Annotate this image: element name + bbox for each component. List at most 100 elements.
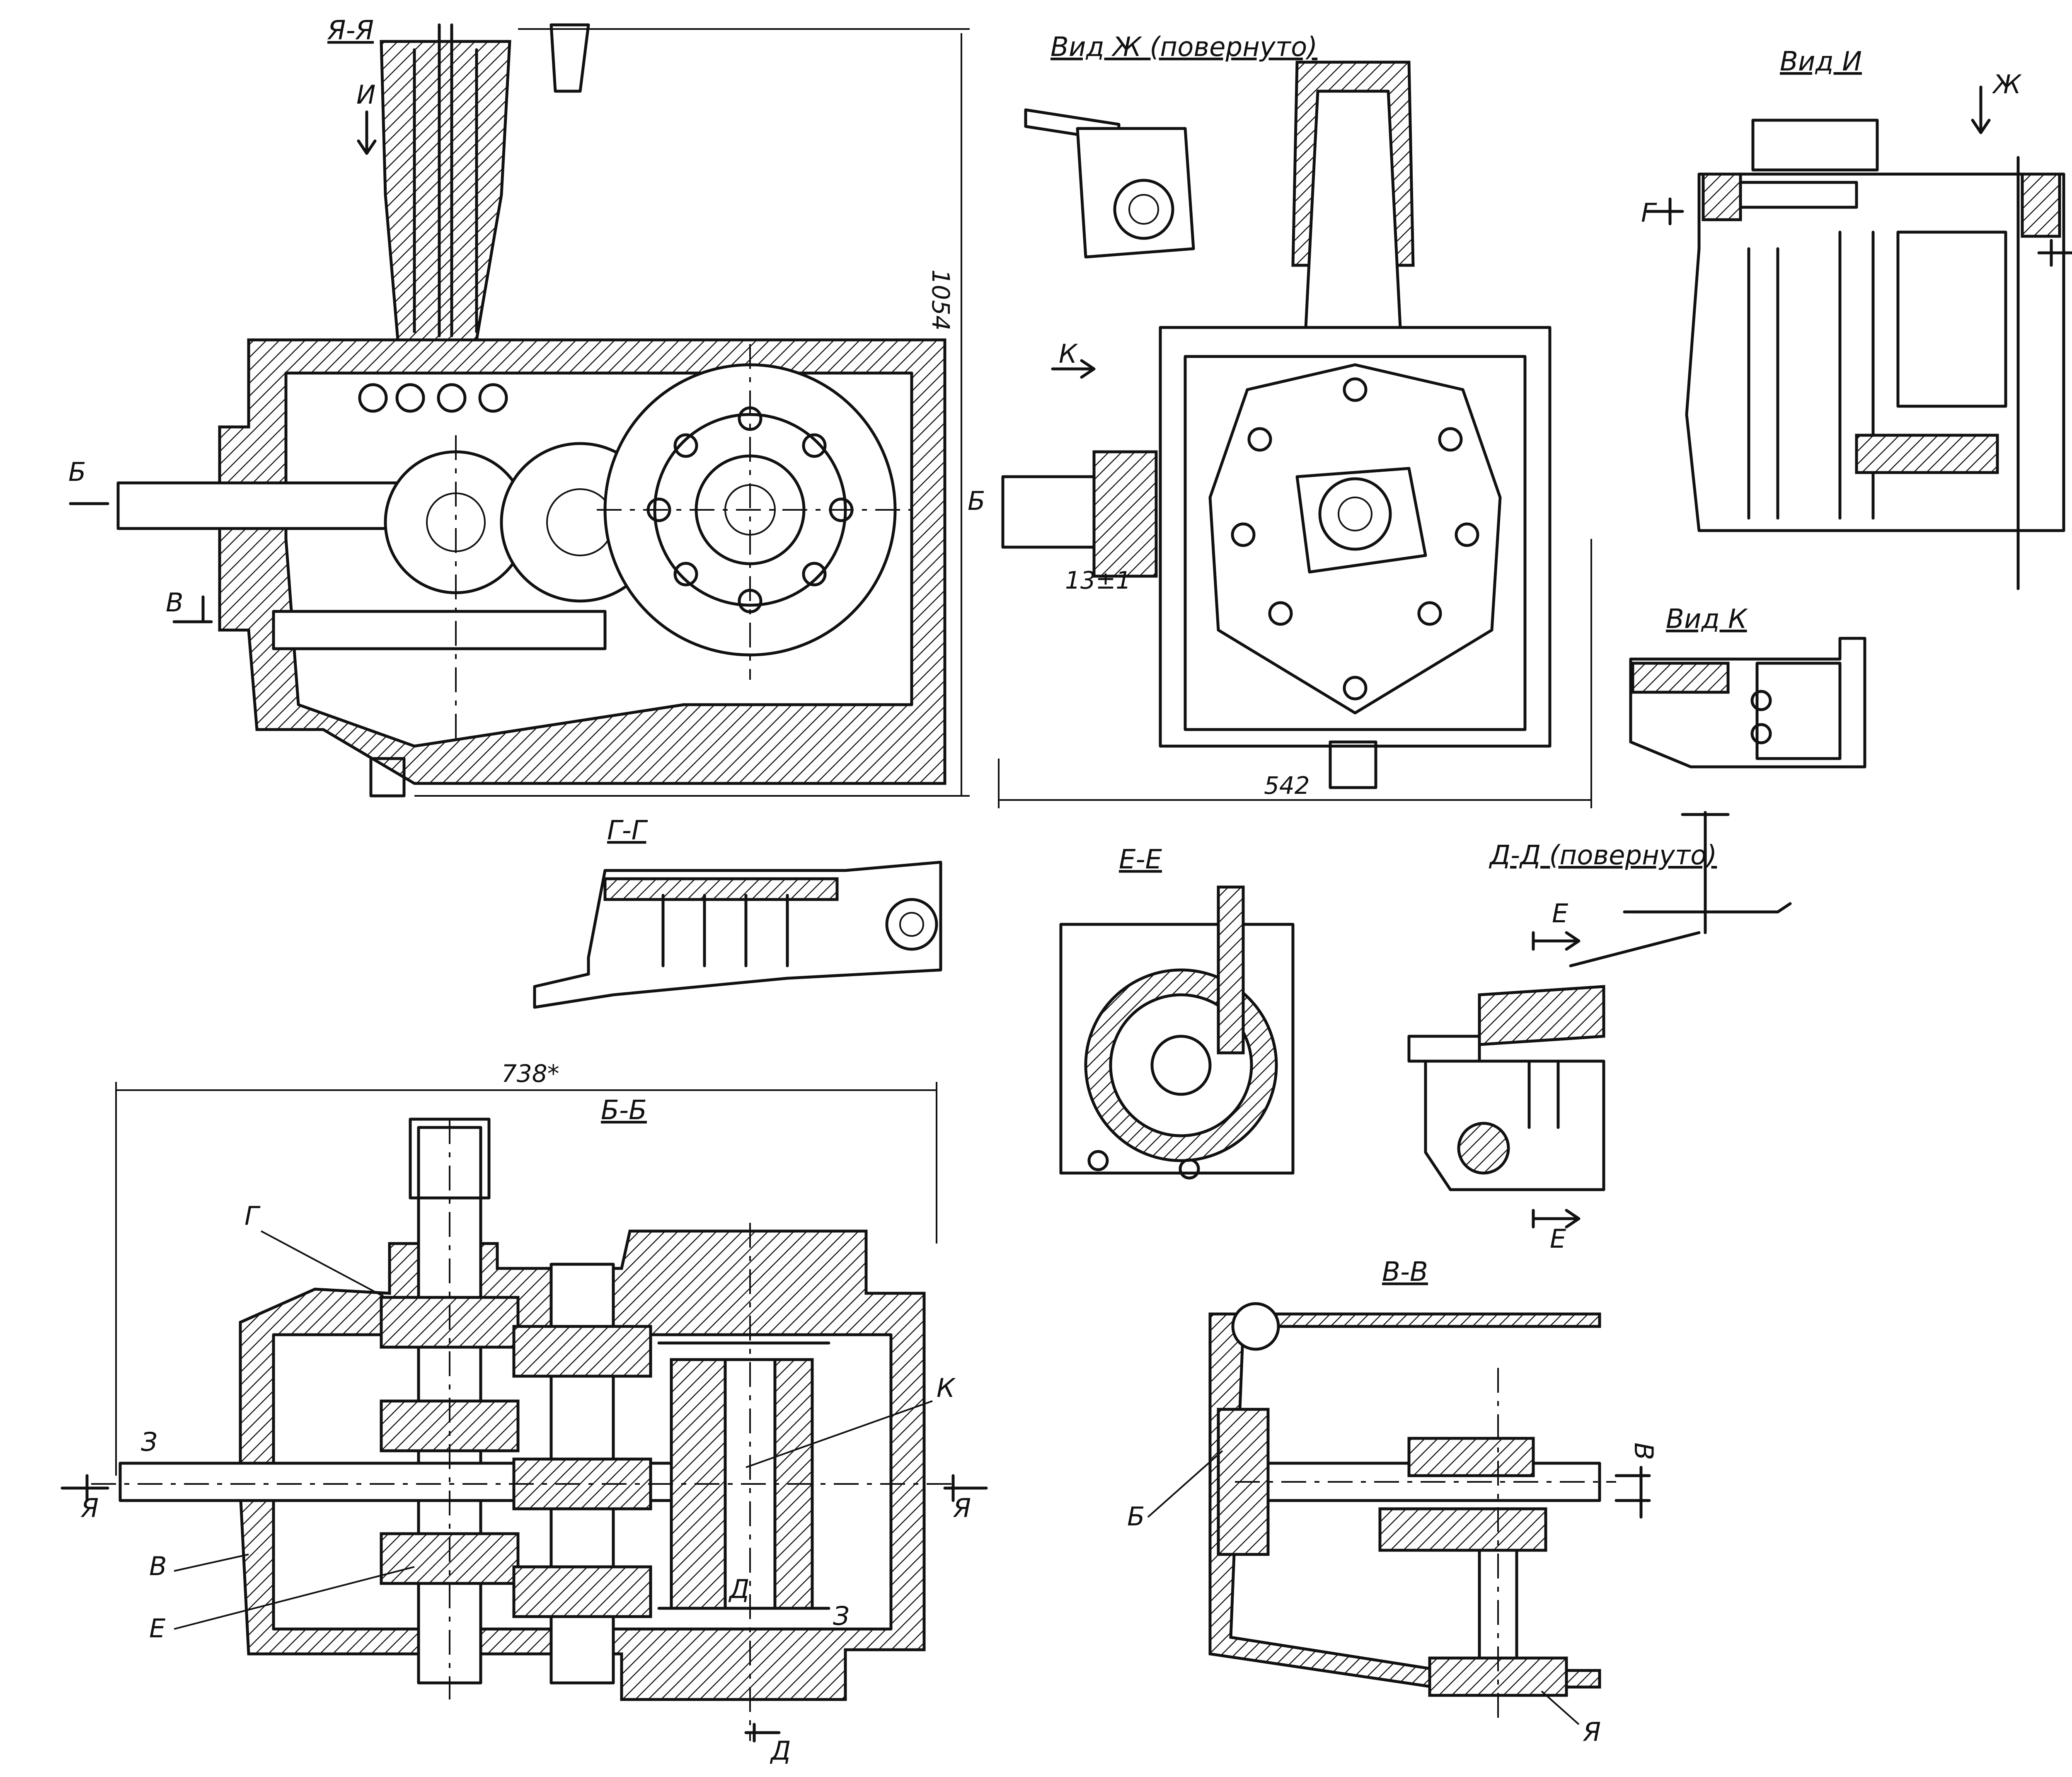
zh-boss xyxy=(1113,179,1174,240)
shift-lever xyxy=(413,23,478,337)
bb-axis-lines xyxy=(91,1119,953,1741)
front-cover-plate xyxy=(1208,363,1502,715)
bb-cut-d2 xyxy=(744,1723,781,1743)
dimension-738: 738* xyxy=(501,1059,559,1088)
view-k-outline xyxy=(1629,637,1866,768)
front-housing-inner xyxy=(1184,355,1527,731)
view-i: Вид И Ж Г Г xyxy=(1641,46,2072,590)
bb-marker-z2: З xyxy=(833,1601,850,1631)
front-bearing-cap xyxy=(1295,467,1427,574)
vv-leader-ya xyxy=(1541,1690,1580,1725)
dimension-line-542 xyxy=(998,539,1592,808)
gg-boss-bore xyxy=(899,912,924,937)
view-i-hatch-right xyxy=(2021,172,2061,238)
view-i-fork xyxy=(1855,434,1999,474)
view-i-arrow-label: Ж xyxy=(1992,69,2022,99)
vv-dim-v xyxy=(1615,1466,1651,1519)
view-k-title: Вид К xyxy=(1666,604,1748,635)
view-i-cut-g2 xyxy=(2037,239,2072,267)
section-b-b: Б-Б 738* Г К З В Е Я xyxy=(61,1059,988,1766)
ee-inner xyxy=(1109,993,1253,1137)
front-shaft-end xyxy=(1318,477,1392,551)
dimension-line-738 xyxy=(115,1082,937,1476)
dimension-542: 542 xyxy=(1264,771,1310,800)
dd-rod xyxy=(1681,811,1730,934)
view-i-shift-rods xyxy=(1747,156,2020,590)
bb-cut-ya2 xyxy=(943,1474,988,1502)
dd-cut-e2 xyxy=(1532,1209,1581,1229)
bb-cut-d2-label: Д xyxy=(770,1736,791,1766)
section-ya-title: Я-Я xyxy=(327,15,374,46)
ee-hole-2 xyxy=(1179,1158,1200,1180)
bb-cut-ya-label: Я xyxy=(80,1493,99,1523)
gg-top-hatch xyxy=(603,877,839,901)
gg-springs xyxy=(661,894,789,967)
view-zh-title: Вид Ж (повернуто) xyxy=(1051,32,1317,63)
bb-cut-d-label: Д xyxy=(728,1574,749,1604)
front-cover-bolts xyxy=(1231,377,1479,701)
section-bb-title: Б-Б xyxy=(601,1095,647,1126)
section-dd-title: Д-Д (повернуто) xyxy=(1489,840,1717,871)
bb-cut-ya xyxy=(61,1474,109,1502)
bb-leader-g xyxy=(261,1230,386,1298)
vv-plug xyxy=(1231,1302,1280,1351)
zh-bore xyxy=(1128,194,1159,225)
ee-plunger xyxy=(1217,885,1245,1055)
view-i-top-block xyxy=(1751,119,1879,172)
lower-shaft xyxy=(272,610,607,650)
view-i-hatch-left xyxy=(1702,172,1742,221)
vv-marker-b: Б xyxy=(1127,1501,1145,1532)
view-arrow-i-label: И xyxy=(356,80,375,110)
vv-marker-v: В xyxy=(1629,1442,1659,1460)
front-tower-inner xyxy=(1304,90,1402,337)
bb-marker-z: З xyxy=(141,1427,157,1457)
front-view: К 13±1 542 xyxy=(998,61,1592,808)
dimension-13: 13±1 xyxy=(1065,566,1131,594)
bb-marker-k: К xyxy=(937,1373,956,1403)
vv-leader-b xyxy=(1147,1450,1223,1518)
view-k-cover xyxy=(1755,662,1842,760)
front-input-flange xyxy=(1092,450,1158,578)
dd-top-body xyxy=(1478,985,1605,1046)
vv-bevel-gear xyxy=(1407,1437,1535,1477)
view-k-hatch xyxy=(1631,662,1730,694)
section-d-d: Д-Д (повернуто) Е Е xyxy=(1407,811,1792,1254)
bb-marker-v: В xyxy=(149,1551,167,1581)
dd-cut-e2-label: Е xyxy=(1550,1224,1566,1254)
cut-marker-b-label: Б xyxy=(68,457,86,487)
section-vv-title: В-В xyxy=(1382,1257,1428,1287)
dd-cut-e-label: Е xyxy=(1552,898,1569,929)
dimension-1054: 1054 xyxy=(927,269,955,331)
dd-bearing xyxy=(1457,1122,1510,1175)
section-e-e: Е-Е xyxy=(1059,844,1295,1180)
bb-leader-k xyxy=(746,1400,933,1468)
front-shaft-center xyxy=(1338,497,1372,531)
bb-marker-g: Г xyxy=(244,1201,261,1231)
lever-fragment xyxy=(549,23,590,93)
view-arrow-k-label: К xyxy=(1059,339,1078,369)
view-i-slot xyxy=(1739,181,1858,209)
section-ya-ya: Я-Я И Б В В xyxy=(68,15,985,798)
front-housing xyxy=(1159,326,1552,748)
bb-leader-e xyxy=(174,1566,415,1630)
view-k-hole-2 xyxy=(1750,723,1772,744)
vv-marker-ya: Я xyxy=(1583,1717,1601,1747)
shift-tower xyxy=(380,40,511,342)
dimension-line-1054 xyxy=(414,28,970,797)
input-shaft xyxy=(116,481,418,530)
gg-boss xyxy=(885,898,938,951)
vv-axis-lines xyxy=(1235,1368,1616,1720)
drain-plug xyxy=(369,757,406,798)
section-v-v: В-В В Б Я xyxy=(1127,1257,1659,1747)
ee-hub xyxy=(1150,1035,1212,1096)
view-arrow-i xyxy=(357,110,377,155)
view-i-arrow xyxy=(1971,85,1991,134)
bb-leader-v xyxy=(174,1554,249,1572)
view-k-hole-1 xyxy=(1750,690,1772,711)
front-drain-plug xyxy=(1329,740,1377,789)
dd-spring xyxy=(1527,1059,1560,1129)
dd-plate xyxy=(1623,902,1792,914)
view-i-cut-g xyxy=(1646,197,1684,225)
section-g-g: Г-Г xyxy=(533,815,942,1009)
